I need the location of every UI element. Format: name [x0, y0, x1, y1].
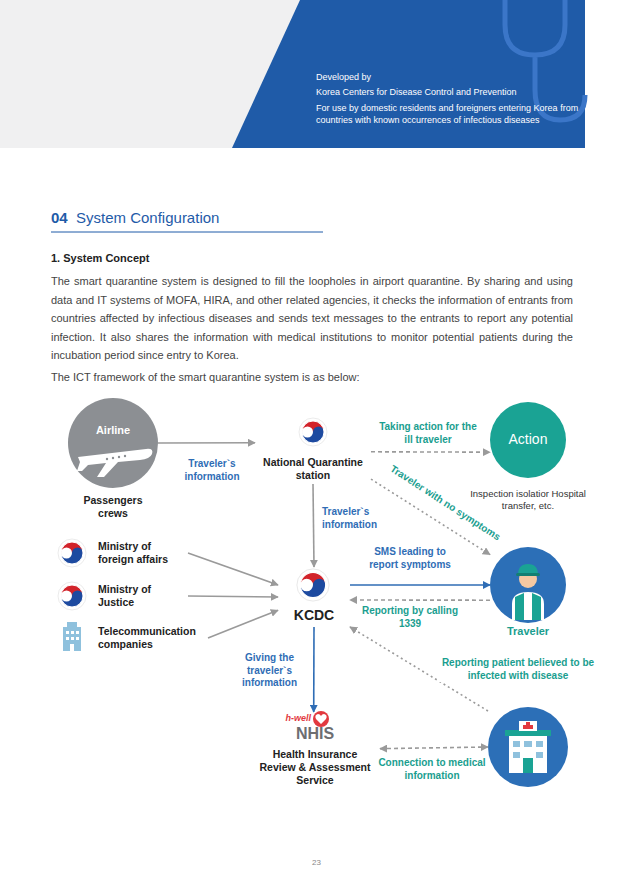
header-panel — [232, 0, 585, 148]
page-number: 23 — [312, 858, 321, 867]
connector — [380, 747, 488, 749]
edge-label: Giving the traveler`s information — [232, 652, 307, 690]
mofa-emblem — [58, 539, 86, 567]
plane-icon — [77, 449, 152, 477]
header-note: Korea Centers for Disease Control and Pr… — [316, 87, 517, 97]
hospital-icon — [505, 721, 551, 773]
node-text: Telecommunication companies — [98, 625, 208, 651]
connector — [188, 596, 278, 597]
section-number: 04 — [51, 209, 68, 226]
moj-emblem — [58, 582, 86, 610]
body-text: The smart quarantine system is designed … — [51, 272, 573, 365]
section-title: System Configuration — [76, 209, 219, 226]
telecom-node: Telecommunication companies — [55, 625, 208, 651]
subsection-heading: 1. System Concept — [51, 252, 149, 264]
building-icon — [63, 622, 81, 651]
connector — [188, 553, 278, 585]
edge-label: Traveler`s information — [322, 506, 392, 531]
header-note: Developed by — [316, 72, 371, 82]
header-note: For use by domestic residents and foreig… — [316, 102, 582, 126]
hospital-node — [488, 707, 568, 787]
quarantine-node: National Quarantine station — [255, 414, 371, 484]
node-text: Ministry of Justice — [98, 583, 188, 609]
hospital-circle — [488, 707, 568, 787]
airline-node: AirlinePassengers crews — [68, 398, 158, 488]
edge-label: Connection to medical information — [378, 757, 486, 782]
stethoscope — [505, 0, 585, 120]
connector — [313, 627, 315, 712]
node-text: KCDC — [278, 607, 350, 623]
traveler-node: Traveler — [490, 547, 566, 623]
connector — [208, 610, 278, 638]
body-text: The ICT framework of the smart quarantin… — [51, 371, 360, 383]
edge-label: Reporting by calling 1339 — [360, 605, 460, 630]
quarantine-emblem — [299, 418, 327, 446]
connector — [350, 599, 490, 601]
header-band — [0, 0, 585, 148]
connector — [313, 484, 314, 567]
heading-rule — [51, 232, 323, 233]
kcdc-emblem — [297, 569, 329, 601]
node-text: Health Insurance Review & Assessment Ser… — [255, 748, 375, 787]
edge-label: Traveler`s information — [177, 458, 247, 483]
node-text: Action — [490, 431, 566, 447]
edge-label: Traveler with no symptoms — [379, 457, 512, 549]
edge-label: SMS leading to report symptoms — [360, 546, 460, 571]
node-text: h-well — [258, 713, 311, 723]
action-circle — [490, 402, 566, 478]
connector — [371, 451, 490, 453]
node-text: Inspection isolatior Hospital transfer, … — [458, 488, 598, 512]
ministry-node: Ministry of foreign affairs — [55, 540, 188, 566]
nhis-logo — [313, 711, 329, 727]
traveler-circle — [490, 547, 566, 623]
airline-circle — [68, 398, 158, 488]
node-text: Airline — [68, 424, 158, 436]
kcdc-node: KCDC — [278, 567, 350, 627]
node-text: NHIS — [250, 725, 380, 743]
connector — [350, 584, 490, 586]
edge-label: Reporting patient believed to be infecte… — [438, 657, 598, 682]
connector — [158, 442, 255, 444]
node-text: National Quarantine station — [255, 456, 371, 482]
action-node: ActionInspection isolatior Hospital tran… — [490, 402, 566, 478]
traveler-figure — [512, 564, 544, 620]
node-text: Passengers crews — [73, 494, 153, 520]
edge-label: Taking action for the ill traveler — [378, 421, 478, 446]
node-text: Traveler — [490, 625, 566, 637]
nhis-node: h-wellNHIS Health Insurance Review & Asse… — [250, 712, 380, 806]
ministry-node: Ministry of Justice — [55, 583, 188, 609]
node-text: Ministry of foreign affairs — [98, 540, 188, 566]
